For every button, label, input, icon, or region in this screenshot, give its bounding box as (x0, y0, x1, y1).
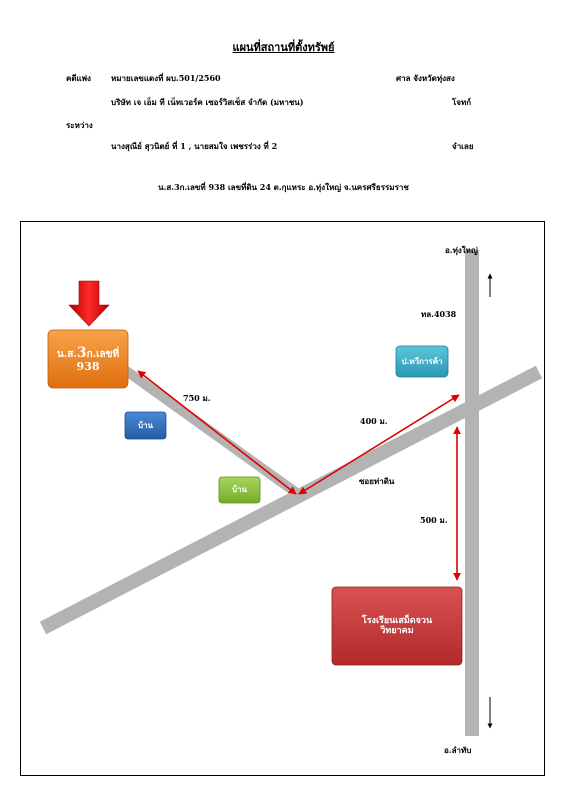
house2-label: บ้าน (231, 484, 248, 495)
school-label: โรงเรียนเสม็ดจวน วิทยาคม (361, 615, 433, 636)
location-map (39, 250, 543, 736)
soi-label: ซอยท่าดิน (359, 476, 395, 486)
defendant-names: นางสุณีย์ สุวนิตย์ ที่ 1 , นายสมใจ เพชรร… (111, 141, 278, 151)
property-pointer-icon (68, 280, 110, 327)
shop-box (395, 345, 449, 378)
case-label: คดีแพ่ง (66, 73, 91, 83)
south-destination-label: อ.ลำทับ (444, 745, 472, 755)
plaintiff-name: บริษัท เจ เอ็ม ที เน็ทเวอร์ค เซอร์วิสเซ็… (111, 97, 304, 107)
house1-label: บ้าน (137, 419, 154, 430)
defendant-role: จำเลย (452, 141, 474, 151)
distance-500-label: 500 ม. (420, 515, 448, 525)
distance-400-arrow (298, 394, 460, 495)
highway-label: ทล.4038 (421, 309, 457, 319)
shop-label: ป.ทวีการค้า (401, 355, 443, 366)
house1-box (124, 411, 167, 440)
court-name: ศาล จังหวัดทุ่งสง (396, 73, 455, 83)
house2-box (218, 476, 261, 504)
property-box (47, 329, 129, 389)
case-number: หมายเลขแดงที่ ผบ.501/2560 (111, 73, 221, 83)
school-box (331, 586, 463, 666)
distance-400-label: 400 ม. (360, 416, 388, 426)
map-frame: อ.ทุ่งใหญ่ อ.ลำทับ ทล.4038 ซอยท่าดิน 750… (20, 221, 545, 776)
property-label: น.ส.3ก.เลขที่ 938 (56, 344, 120, 373)
plaintiff-role: โจทก์ (452, 97, 472, 107)
main-diagonal-road (39, 365, 543, 635)
deed-line: น.ส.3ก.เลขที่ 938 เลขที่ดิน 24 ต.กุแหระ … (158, 182, 409, 192)
distance-750-arrow (137, 370, 297, 495)
distance-750-label: 750 ม. (183, 393, 211, 403)
property-number: 938 (76, 359, 100, 373)
between-label: ระหว่าง (66, 120, 93, 130)
page-title: แผนที่สถานที่ตั้งทรัพย์ (232, 41, 335, 54)
north-destination-label: อ.ทุ่งใหญ่ (445, 245, 478, 255)
